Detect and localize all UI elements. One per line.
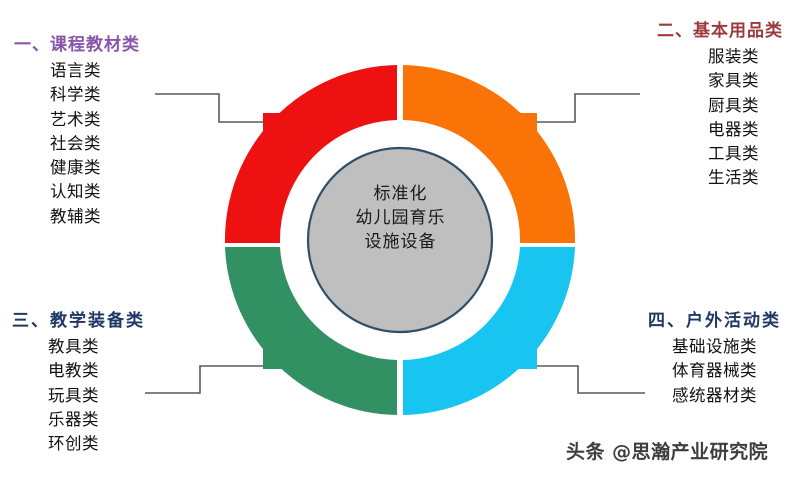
- segment-red: [224, 65, 397, 243]
- list-item: 科学类: [50, 85, 101, 105]
- category-4-heading: 四、户外活动类: [648, 306, 781, 331]
- list-item: 社会类: [50, 133, 101, 153]
- category-2-title: 基本用品类: [693, 21, 783, 41]
- list-item: 玩具类: [48, 385, 99, 405]
- category-group-2: 二、基本用品类 服装类 家具类 厨具类 电器类 工具类 生活类: [657, 16, 783, 191]
- segment-blue: [403, 247, 575, 415]
- list-item: 艺术类: [50, 109, 101, 129]
- category-3-title: 教学装备类: [50, 311, 145, 331]
- category-1-title: 课程教材类: [50, 35, 140, 55]
- category-1-index: 一、: [14, 35, 50, 55]
- list-item: 教辅类: [50, 206, 101, 226]
- category-group-1: 一、课程教材类 语言类 科学类 艺术类 社会类 健康类 认知类 教辅类: [14, 30, 140, 229]
- category-1-heading: 一、课程教材类: [14, 30, 140, 55]
- list-item: 感统器材类: [672, 385, 757, 405]
- list-item: 认知类: [50, 182, 101, 202]
- list-item: 工具类: [708, 144, 759, 163]
- list-item: 家具类: [708, 71, 759, 91]
- list-item: 电教类: [48, 361, 99, 381]
- category-4-title: 户外活动类: [686, 311, 781, 331]
- list-item: 体育器械类: [672, 361, 757, 381]
- segment-orange: [403, 65, 576, 243]
- list-item: 生活类: [708, 168, 759, 188]
- list-item: 电器类: [708, 119, 759, 139]
- category-4-index: 四、: [648, 311, 686, 331]
- list-item: 健康类: [50, 158, 101, 177]
- category-2-index: 二、: [657, 21, 693, 41]
- category-3-list: 教具类 电教类 玩具类 乐器类 环创类: [12, 335, 145, 456]
- list-item: 环创类: [48, 434, 99, 453]
- category-2-heading: 二、基本用品类: [657, 16, 783, 41]
- category-3-heading: 三、教学装备类: [12, 306, 145, 331]
- segment-green: [225, 247, 397, 415]
- category-4-list: 基础设施类 体育器械类 感统器材类: [648, 335, 781, 408]
- category-3-index: 三、: [12, 311, 50, 331]
- category-1-list: 语言类 科学类 艺术类 社会类 健康类 认知类 教辅类: [14, 59, 140, 229]
- list-item: 厨具类: [708, 95, 759, 115]
- list-item: 乐器类: [48, 409, 99, 429]
- watermark: 头条 @思瀚产业研究院: [566, 441, 769, 463]
- category-group-4: 四、户外活动类 基础设施类 体育器械类 感统器材类: [648, 306, 781, 408]
- list-item: 基础设施类: [672, 337, 757, 356]
- category-group-3: 三、教学装备类 教具类 电教类 玩具类 乐器类 环创类: [12, 306, 145, 456]
- list-item: 服装类: [708, 47, 759, 66]
- donut-chart: [215, 55, 585, 425]
- list-item: 语言类: [50, 61, 101, 80]
- center-hub: [306, 146, 494, 334]
- category-2-list: 服装类 家具类 厨具类 电器类 工具类 生活类: [657, 45, 783, 191]
- list-item: 教具类: [48, 337, 99, 356]
